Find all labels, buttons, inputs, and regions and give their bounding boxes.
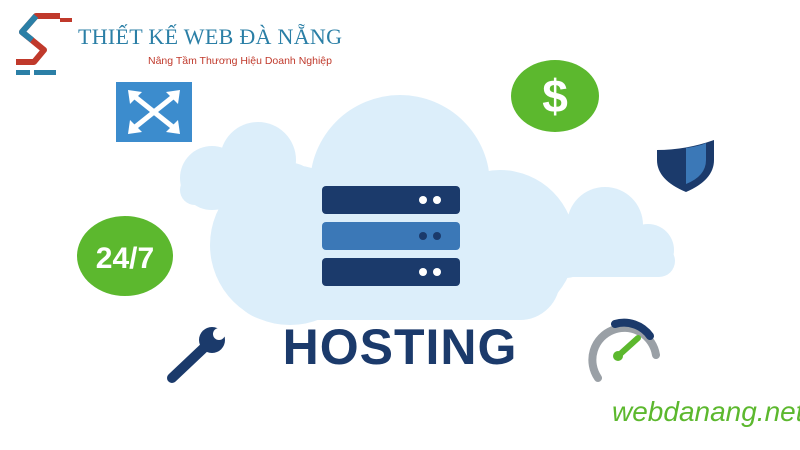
dollar-icon: $: [511, 60, 599, 132]
hosting-headline: HOSTING: [282, 319, 518, 375]
wrench-icon: [167, 327, 225, 383]
badge-247-label: 24/7: [96, 242, 154, 275]
expand-arrows-icon: [116, 82, 192, 142]
right-cloud: [535, 187, 675, 278]
speedometer-icon: [588, 318, 660, 382]
dollar-symbol: $: [542, 70, 568, 122]
brand-tagline: Nâng Tầm Thương Hiệu Doanh Nghiệp: [148, 55, 332, 67]
server-stack-icon: [322, 186, 460, 286]
brand-title: THIẾT KẾ WEB ĐÀ NẴNG: [78, 24, 343, 49]
footer-domain: webdanang.net: [612, 396, 800, 427]
logo-s-icon: [16, 13, 72, 75]
left-cloud: [180, 122, 314, 210]
shield-icon: [657, 140, 714, 192]
support-247-badge: 24/7: [77, 216, 173, 296]
